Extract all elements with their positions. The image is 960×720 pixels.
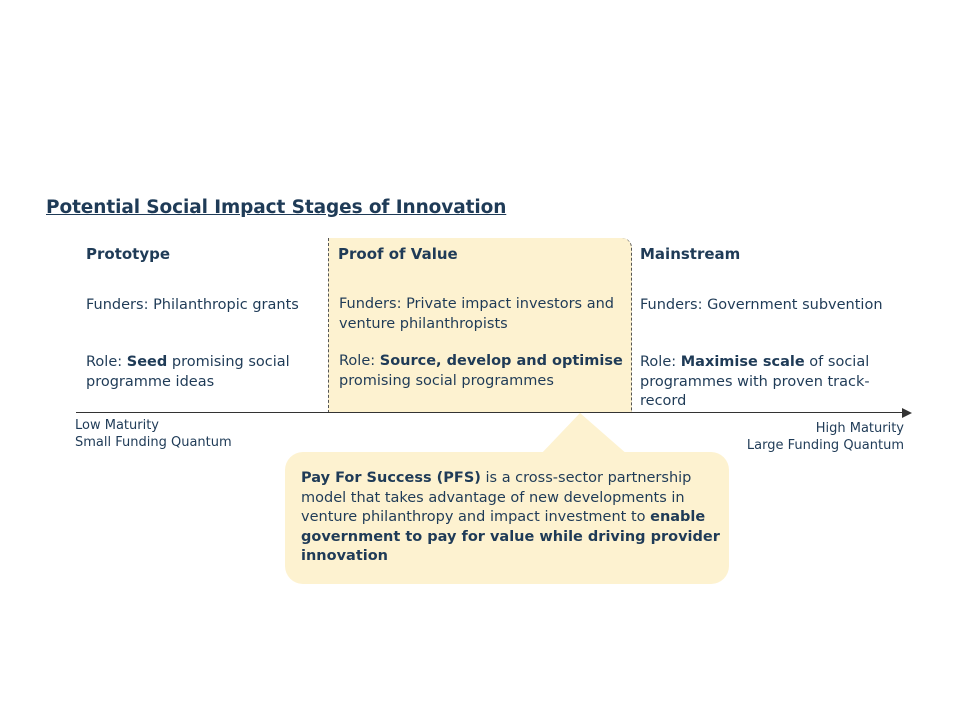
maturity-axis-line	[76, 412, 904, 413]
role-prefix: Role:	[339, 353, 380, 369]
stage-funders-proof-of-value: Funders: Private impact investors and ve…	[339, 296, 614, 332]
role-emphasis: Source, develop and optimise	[379, 353, 623, 369]
stage-role-prototype: Role: Seed promising social programme id…	[86, 353, 321, 392]
callout-body: is a cross-sector partnership model that…	[301, 470, 692, 525]
pfs-callout-text: Pay For Success (PFS) is a cross-sector …	[301, 469, 721, 567]
role-rest: promising social programme ideas	[86, 354, 290, 390]
stage-role-proof-of-value: Role: Source, develop and optimise promi…	[339, 352, 624, 391]
role-prefix: Role:	[640, 354, 681, 370]
role-emphasis: Seed	[126, 354, 168, 370]
stage-funders-mainstream: Funders: Government subvention	[640, 297, 883, 313]
role-prefix: Role:	[86, 354, 127, 370]
axis-low-label: Low Maturity Small Funding Quantum	[75, 417, 232, 451]
callout-emphasis-outcome: enable government to pay for value while…	[301, 509, 720, 564]
axis-high-maturity: High Maturity	[815, 421, 904, 436]
axis-arrowhead-icon	[902, 407, 912, 418]
page-title: Potential Social Impact Stages of Innova…	[46, 197, 507, 218]
role-rest: of social programmes with proven track-r…	[640, 354, 870, 409]
stage-heading-proof-of-value: Proof of Value	[338, 245, 458, 263]
pfs-callout-box	[285, 452, 729, 584]
stage-heading-mainstream: Mainstream	[640, 245, 741, 263]
proof-of-value-highlight	[328, 238, 632, 413]
stage-funders-prototype: Funders: Philanthropic grants	[86, 297, 299, 313]
axis-high-funding: Large Funding Quantum	[746, 438, 904, 453]
stage-heading-prototype: Prototype	[86, 245, 171, 263]
axis-low-maturity: Low Maturity	[75, 418, 159, 433]
stage-role-mainstream: Role: Maximise scale of social programme…	[640, 353, 905, 412]
callout-emphasis-pfs: Pay For Success (PFS)	[301, 470, 481, 486]
axis-low-funding: Small Funding Quantum	[75, 435, 232, 450]
role-rest: promising social programmes	[339, 372, 554, 389]
axis-high-label: High Maturity Large Funding Quantum	[700, 420, 904, 454]
role-emphasis: Maximise scale	[680, 354, 805, 370]
